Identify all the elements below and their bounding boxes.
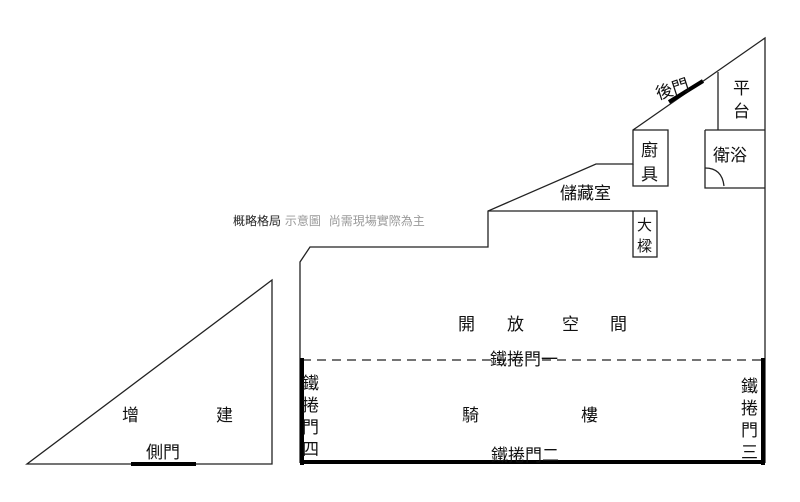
platform-label-2: 台 bbox=[733, 102, 750, 122]
thick-shutters bbox=[300, 358, 765, 465]
bathroom-wall bbox=[704, 129, 765, 189]
open-space-char-1: 開 bbox=[458, 315, 475, 335]
beam-label-2: 樑 bbox=[637, 237, 652, 255]
layout-note: 概略格局 示意圖 尚需現場實際為主 bbox=[233, 213, 425, 228]
bathroom-label: 衛浴 bbox=[713, 146, 747, 166]
shutter-three-char-4: 三 bbox=[741, 443, 758, 463]
shutter-one-label: 鐵捲門一 bbox=[490, 350, 558, 370]
open-space-char-3: 空 bbox=[562, 315, 579, 335]
arcade-char-1: 騎 bbox=[462, 406, 479, 426]
shutter-four-char-2: 捲 bbox=[302, 396, 319, 416]
open-space-char-4: 間 bbox=[610, 315, 627, 335]
shutter-two-label: 鐵捲門二 bbox=[491, 446, 559, 466]
kitchen-label-2: 具 bbox=[641, 165, 658, 185]
side-door-label: 側門 bbox=[146, 443, 180, 463]
shutter-three-char-1: 鐵 bbox=[741, 377, 758, 397]
open-space-char-2: 放 bbox=[507, 315, 524, 335]
back-door-label: 後門 bbox=[653, 75, 692, 105]
outer-wall bbox=[299, 36, 766, 463]
shutter-four-char-4: 四 bbox=[302, 440, 319, 460]
back-door-marker bbox=[667, 79, 705, 104]
bathroom-door-swing bbox=[704, 167, 725, 187]
storage-label: 儲藏室 bbox=[560, 184, 611, 204]
extension-char-1: 增 bbox=[122, 406, 139, 426]
platform-label-1: 平 bbox=[733, 79, 750, 99]
kitchen-label-1: 廚 bbox=[641, 140, 658, 161]
beam-box bbox=[632, 210, 658, 258]
shutter-four-char-1: 鐵 bbox=[302, 374, 319, 394]
extension-char-2: 建 bbox=[216, 406, 233, 426]
beam-label-1: 大 bbox=[637, 216, 652, 234]
arcade-char-2: 樓 bbox=[581, 406, 598, 426]
shutter-three-char-3: 門 bbox=[741, 421, 758, 441]
shutter-four-char-3: 門 bbox=[302, 418, 319, 438]
extension-outline bbox=[25, 278, 273, 465]
rear-inner-wall bbox=[632, 129, 669, 187]
building-outline bbox=[299, 36, 766, 463]
shutter-three-char-2: 捲 bbox=[741, 399, 758, 419]
